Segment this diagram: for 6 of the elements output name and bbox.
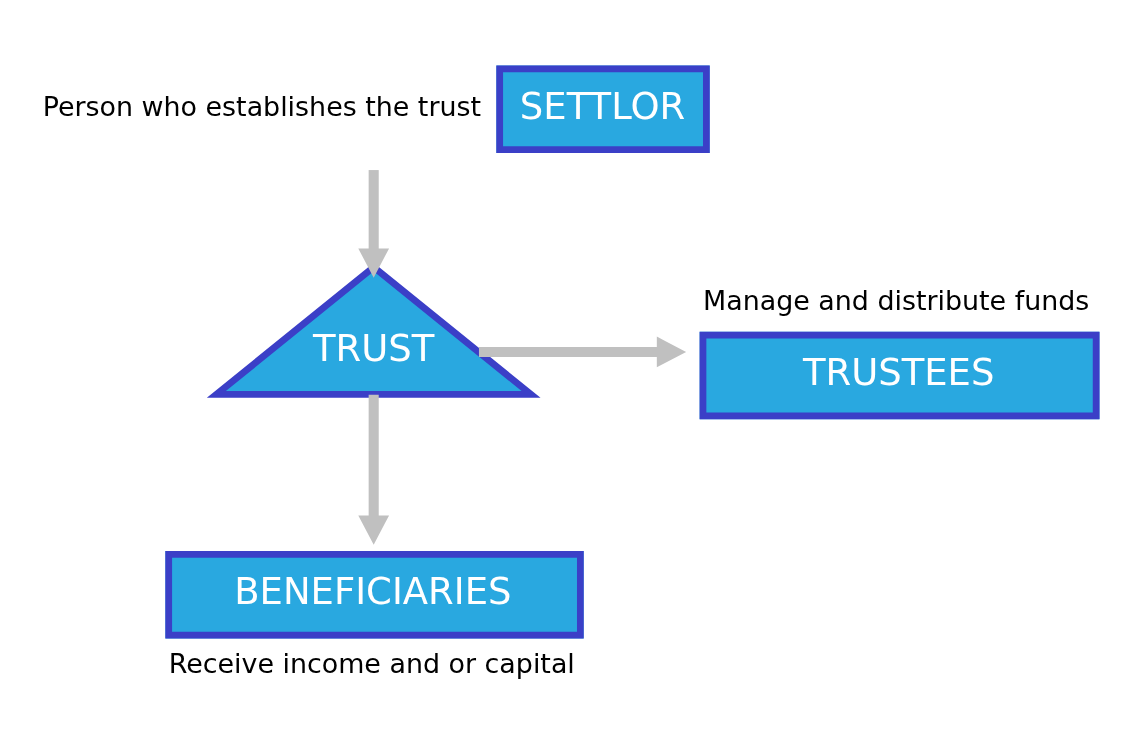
arrow	[358, 170, 390, 278]
node-label: Manage and distribute funds	[702, 284, 1090, 316]
arrow	[478, 336, 687, 368]
node-label: Person who establishes the trust	[42, 90, 482, 122]
arrow	[358, 394, 390, 545]
node-label: Receive income and or capital	[168, 648, 575, 680]
